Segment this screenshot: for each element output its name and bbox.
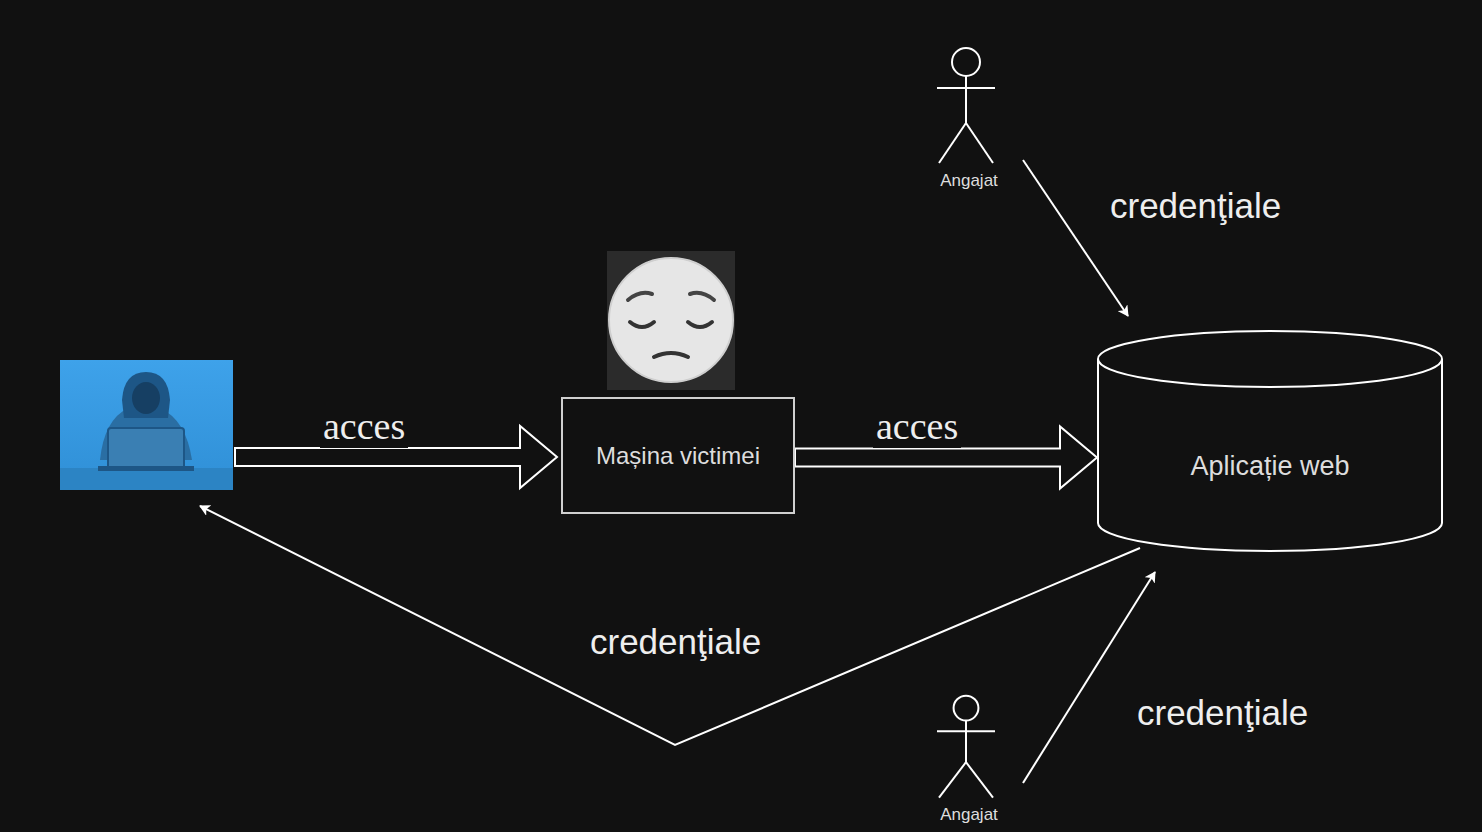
cylinder-node: Aplicație web: [1097, 330, 1443, 552]
credentials-return-line: [200, 506, 1140, 745]
flow-label: credenţiale: [587, 622, 764, 662]
actor-node: Angajat: [915, 693, 1023, 827]
edge-label: acces: [873, 404, 961, 448]
credential-arrow: [1023, 160, 1128, 316]
actor-label-holder: Angajat: [915, 805, 1023, 825]
credential-arrow: [1023, 572, 1155, 783]
edge-label: credenţiale: [1134, 693, 1311, 733]
node-label: Mașina victimei: [596, 442, 760, 470]
cylinder-shape: [1097, 330, 1443, 552]
sad-face-emoji: [607, 251, 735, 390]
actor-label: Angajat: [915, 805, 1023, 825]
hacker-picture: [60, 360, 233, 490]
actor-label-holder: Angajat: [915, 171, 1023, 191]
process-box: Mașina victimei: [561, 397, 795, 514]
flow-label: acces: [320, 404, 408, 448]
edge-label: credenţiale: [1107, 186, 1284, 226]
stick-figure: [915, 45, 1017, 169]
actor-node: Angajat: [915, 45, 1023, 207]
node-label: Aplicație web: [1190, 451, 1349, 482]
stick-figure: [915, 693, 1017, 803]
actor-label: Angajat: [915, 171, 1023, 191]
